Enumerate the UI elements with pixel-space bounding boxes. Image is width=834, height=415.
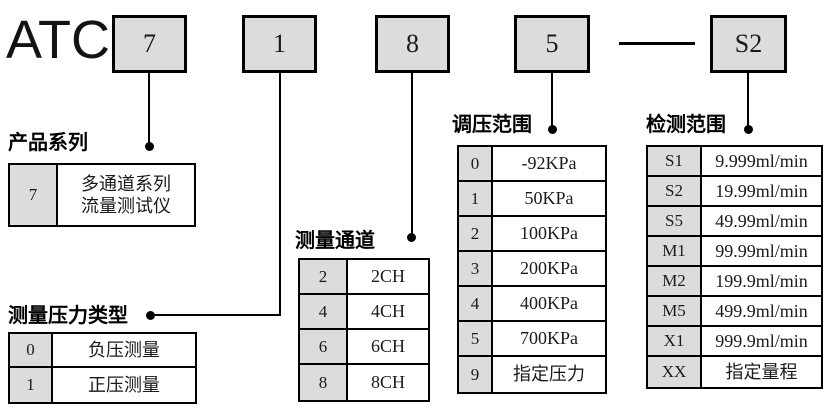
table-row: 0 负压测量 [10, 334, 195, 368]
code-cell: 1 [459, 182, 493, 215]
code-cell: 0 [10, 334, 53, 366]
desc-cell: 指定压力 [513, 364, 585, 385]
heading-product-series: 产品系列 [8, 132, 88, 154]
dash-separator [619, 42, 695, 45]
table-row: S1 9.999ml/min [648, 147, 821, 177]
table-row: 1 正压测量 [10, 368, 195, 402]
table-row: X1 999.9ml/min [648, 327, 821, 357]
code-cell: 4 [300, 295, 348, 328]
desc-cell: 200KPa [520, 258, 578, 279]
connector-pressure-type-dot [146, 311, 155, 320]
table-row: S2 19.99ml/min [648, 177, 821, 207]
desc-cell: 4CH [370, 301, 405, 322]
desc-cell: 2CH [370, 266, 405, 287]
table-row: XX 指定量程 [648, 357, 821, 387]
code-cell: M2 [648, 267, 702, 295]
connector-channels-vline [411, 73, 413, 237]
heading-pressure-type: 测量压力类型 [8, 305, 128, 327]
desc-cell: 999.9ml/min [715, 330, 808, 351]
desc-cell: 6CH [370, 336, 405, 357]
desc-cell: 正压测量 [88, 374, 160, 395]
desc-cell: 负压测量 [88, 339, 160, 360]
code-box-series: 7 [112, 15, 187, 73]
table-product-series: 7 多通道系列 流量测试仪 [8, 163, 196, 227]
connector-pressure-type-vline [279, 73, 281, 316]
code-cell: 9 [459, 357, 493, 392]
table-row: 9 指定压力 [459, 357, 605, 392]
table-row: 2 100KPa [459, 217, 605, 252]
desc-cell: 199.9ml/min [715, 270, 808, 291]
connector-detection-range-vline [747, 73, 749, 127]
desc-cell: 49.99ml/min [715, 210, 808, 231]
table-row: 5 700KPa [459, 322, 605, 357]
code-cell: 0 [459, 147, 493, 180]
desc-cell: 400KPa [520, 293, 578, 314]
table-row: M5 499.9ml/min [648, 297, 821, 327]
connector-pressure-type-hline [152, 314, 281, 316]
desc-cell: 指定量程 [725, 361, 798, 382]
table-row: 4 4CH [300, 295, 428, 330]
code-cell: S5 [648, 207, 702, 235]
code-cell: 4 [459, 287, 493, 320]
code-cell: 2 [300, 260, 348, 293]
table-detection-range: S1 9.999ml/min S2 19.99ml/min S5 49.99ml… [646, 145, 823, 389]
connector-series-dot [145, 142, 154, 151]
code-cell: 2 [459, 217, 493, 250]
desc-cell: 9.999ml/min [715, 150, 808, 171]
table-row: 0 -92KPa [459, 147, 605, 182]
code-box-detection-range: S2 [710, 15, 787, 73]
brand-text: ATC [6, 10, 110, 70]
code-cell: XX [648, 357, 702, 387]
code-cell: 5 [459, 322, 493, 355]
code-cell: 7 [10, 165, 58, 225]
heading-pressure-range: 调压范围 [452, 114, 532, 136]
code-cell: X1 [648, 327, 702, 355]
code-box-pressure-range: 5 [514, 15, 590, 73]
code-cell: 1 [10, 368, 53, 402]
table-row: 7 多通道系列 流量测试仪 [10, 165, 194, 225]
table-row: M2 199.9ml/min [648, 267, 821, 297]
table-row: 6 6CH [300, 330, 428, 365]
connector-channels-dot [407, 233, 416, 242]
code-cell: S2 [648, 177, 702, 205]
desc-cell: 19.99ml/min [715, 180, 808, 201]
desc-cell: 100KPa [520, 223, 578, 244]
desc-cell: 700KPa [520, 328, 578, 349]
table-row: 3 200KPa [459, 252, 605, 287]
desc-cell: -92KPa [521, 153, 577, 174]
desc-cell: 499.9ml/min [715, 300, 808, 321]
connector-pressure-range-dot [548, 125, 557, 134]
code-cell: 3 [459, 252, 493, 285]
desc-cell: 50KPa [524, 188, 574, 209]
code-box-pressure-type: 1 [242, 15, 317, 73]
desc-cell: 99.99ml/min [715, 240, 808, 261]
connector-detection-range-dot [744, 125, 753, 134]
desc-cell: 8CH [370, 372, 405, 393]
table-channels: 2 2CH 4 4CH 6 6CH 8 8CH [298, 258, 430, 402]
table-row: 1 50KPa [459, 182, 605, 217]
code-cell: M5 [648, 297, 702, 325]
heading-detection-range: 检测范围 [646, 114, 726, 136]
table-row: 2 2CH [300, 260, 428, 295]
connector-pressure-range-vline [551, 73, 553, 127]
code-box-channels: 8 [375, 15, 450, 73]
table-row: 8 8CH [300, 365, 428, 400]
code-cell: M1 [648, 237, 702, 265]
code-cell: 6 [300, 330, 348, 363]
connector-series-vline [148, 73, 150, 144]
table-row: S5 49.99ml/min [648, 207, 821, 237]
table-pressure-type: 0 负压测量 1 正压测量 [8, 332, 197, 404]
table-row: M1 99.99ml/min [648, 237, 821, 267]
code-cell: 8 [300, 365, 348, 400]
heading-channels: 测量通道 [295, 230, 375, 252]
table-row: 4 400KPa [459, 287, 605, 322]
desc-cell: 多通道系列 流量测试仪 [81, 173, 171, 217]
code-cell: S1 [648, 147, 702, 175]
table-pressure-range: 0 -92KPa 1 50KPa 2 100KPa 3 200KPa 4 400… [457, 145, 607, 394]
